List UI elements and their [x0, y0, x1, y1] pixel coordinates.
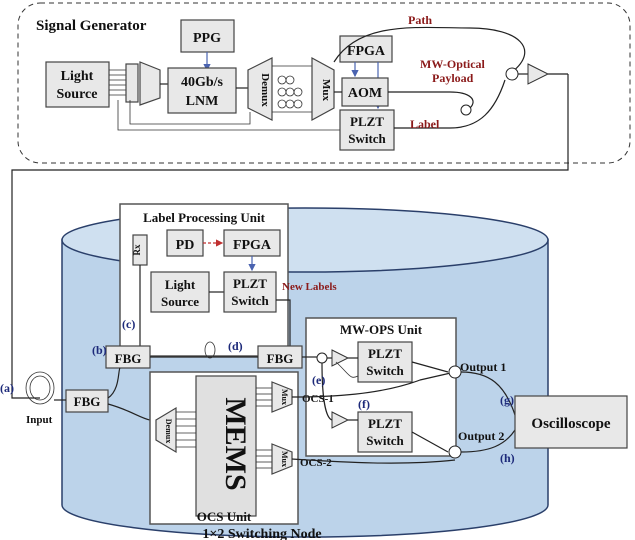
lpu-title: Label Processing Unit: [143, 210, 265, 225]
ls-output-lines: [109, 69, 126, 96]
sg-mux-1: [139, 61, 161, 106]
output2-coupler: [448, 445, 462, 459]
sg-fpga-box: [339, 35, 393, 63]
light-source-label-1: Light: [61, 69, 94, 84]
light-source-box: [45, 61, 110, 108]
fbg-right-label: FBG: [267, 351, 294, 366]
mwops-plzt-lower-label-2: Switch: [366, 433, 404, 448]
lpu-pd-label: PD: [176, 238, 195, 253]
marker-b: (b): [92, 343, 107, 357]
mwops-amp-lower: [331, 411, 350, 429]
signal-generator-title: Signal Generator: [36, 18, 147, 34]
path-label: Path: [408, 13, 432, 27]
fbg-left-label: FBG: [115, 351, 142, 366]
lpu-light-label-1: Light: [165, 277, 196, 292]
fbg-input-box: [65, 389, 109, 413]
oscilloscope-box: [514, 395, 628, 449]
sg-demux-label: Demux: [259, 73, 271, 107]
mwops-plzt-upper-label-1: PLZT: [368, 346, 402, 361]
path-line: [333, 26, 526, 73]
ocs2-label: OCS-2: [300, 457, 332, 469]
lpu-pd-box: [166, 229, 204, 257]
payload-label-2: Payload: [432, 71, 474, 85]
ocs-demux: [155, 406, 177, 454]
payload-label-1: MW-Optical: [420, 57, 486, 71]
lpu-plzt-label-1: PLZT: [233, 276, 267, 291]
lpu-light-label-2: Source: [161, 294, 199, 309]
ocs-mux-lower: [271, 443, 293, 475]
lnm-label-2: LNM: [186, 94, 219, 109]
output1-label: Output 1: [460, 360, 506, 374]
sg-coupler-lower: [460, 104, 472, 116]
fiber-delay-icon: [204, 341, 216, 359]
ocs-mux-lower-label: Mux: [280, 451, 289, 467]
ppg-label: PPG: [193, 31, 221, 46]
sg-demux: [247, 57, 273, 121]
oscilloscope-label: Oscilloscope: [531, 416, 611, 432]
ocs-demux-label: Demux: [164, 419, 173, 443]
marker-d: (d): [228, 339, 243, 353]
lnm-box: [167, 67, 237, 114]
mems-label: MEMS: [219, 397, 252, 490]
pc-box: [125, 63, 139, 103]
signal-generator-region: [17, 2, 631, 164]
mwops-coupler: [316, 352, 328, 364]
marker-h: (h): [500, 451, 515, 465]
sg-coupler-upper: [505, 67, 519, 81]
mems-box: [195, 375, 257, 517]
lpu-fpga-label: FPGA: [233, 238, 272, 253]
delay-coils: [272, 65, 312, 113]
mwops-title: MW-OPS Unit: [340, 322, 423, 337]
marker-f: (f): [358, 397, 370, 411]
sg-mux-2: [311, 56, 335, 122]
aom-box: [341, 77, 389, 107]
new-labels-label: New Labels: [282, 281, 337, 293]
ocs1-label: OCS-1: [302, 393, 334, 405]
mwops-plzt-lower-label-1: PLZT: [368, 416, 402, 431]
ocs-mux-upper-lines: [256, 387, 272, 407]
sg-plzt-label-2: Switch: [348, 131, 386, 146]
marker-e: (e): [312, 373, 325, 387]
ocs-mux-lower-lines: [256, 449, 272, 469]
lpu-plzt-box: [223, 271, 277, 313]
marker-c: (c): [122, 317, 135, 331]
ocs-mux-upper-label: Mux: [280, 389, 289, 405]
lnm-label-1: 40Gb/s: [181, 75, 224, 90]
label-label: Label: [410, 117, 440, 131]
sg-to-input-fiber: [11, 74, 569, 399]
sg-fpga-label: FPGA: [347, 44, 386, 59]
sg-plzt-box: [339, 109, 395, 151]
sg-amplifier: [527, 63, 550, 85]
switching-node-title: 1×2 Switching Node: [202, 527, 321, 540]
rx-label: Rx: [132, 244, 142, 255]
sg-plzt-label-1: PLZT: [350, 114, 384, 129]
light-source-label-2: Source: [57, 87, 98, 102]
mwops-plzt-upper-label-2: Switch: [366, 363, 404, 378]
ocs-demux-lines: [176, 411, 196, 448]
output2-label: Output 2: [458, 429, 504, 443]
fbg-input-label: FBG: [74, 394, 101, 409]
input-coil-icon: [25, 371, 55, 405]
aom-label: AOM: [348, 86, 382, 101]
marker-g: (g): [500, 393, 514, 407]
ocs-mux-upper: [271, 381, 293, 413]
marker-a: (a): [0, 381, 14, 395]
lpu-plzt-label-2: Switch: [231, 293, 269, 308]
ocs-unit-title: OCS Unit: [197, 509, 252, 524]
sg-mux-label: Mux: [320, 79, 332, 102]
input-label: Input: [26, 414, 53, 426]
